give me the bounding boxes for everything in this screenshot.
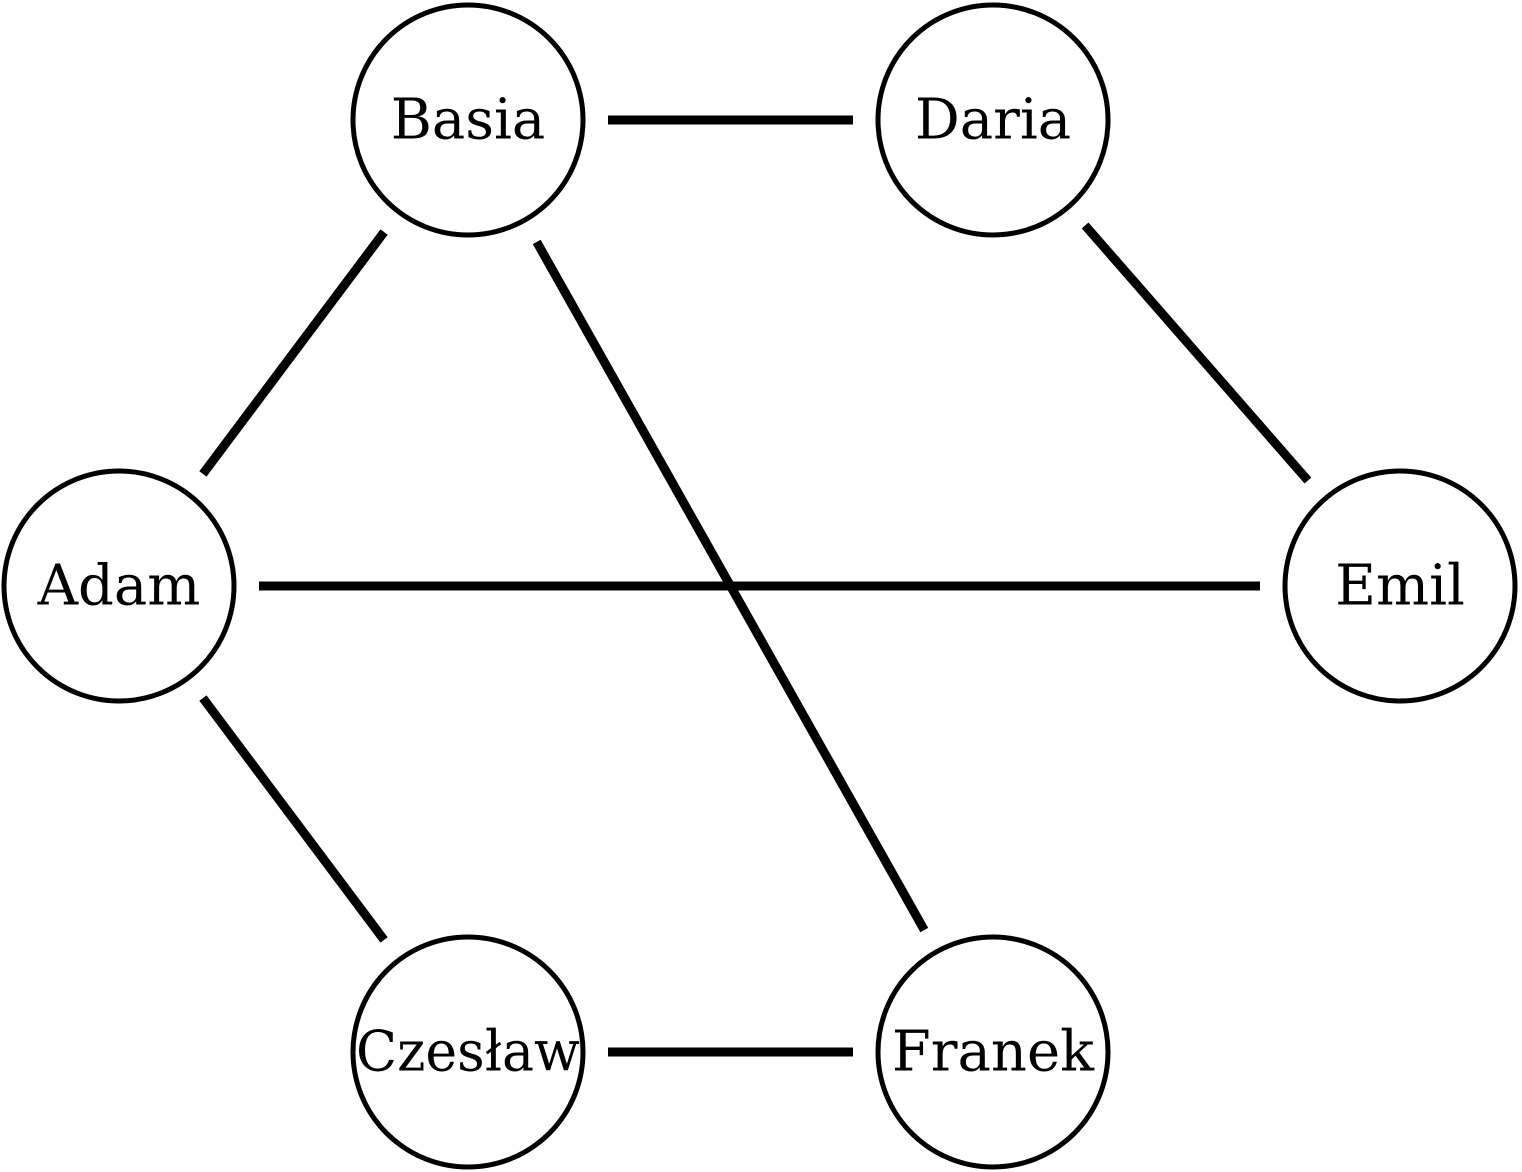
node-label-daria: Daria — [915, 88, 1071, 153]
edge-adam-czeslaw — [199, 695, 388, 943]
node-circle — [350, 2, 586, 238]
node-basia: Basia — [350, 2, 586, 238]
edges-layer — [199, 115, 1312, 1057]
node-circle — [1, 468, 237, 704]
node-circle — [1282, 468, 1518, 704]
node-label-adam: Adam — [37, 554, 201, 619]
edge-daria-emil — [1081, 222, 1312, 484]
node-daria: Daria — [875, 2, 1111, 238]
node-adam: Adam — [1, 468, 237, 704]
node-label-emil: Emil — [1335, 554, 1465, 619]
node-label-czeslaw: Czesław — [356, 1020, 580, 1085]
node-czeslaw: Czesław — [350, 934, 586, 1170]
node-label-basia: Basia — [391, 88, 546, 153]
node-emil: Emil — [1282, 468, 1518, 704]
node-franek: Franek — [875, 934, 1111, 1170]
node-circle — [350, 934, 586, 1170]
edge-adam-basia — [199, 229, 388, 477]
node-circle — [875, 2, 1111, 238]
node-label-franek: Franek — [892, 1020, 1095, 1085]
edge-basia-franek — [532, 239, 929, 933]
node-circle — [875, 934, 1111, 1170]
